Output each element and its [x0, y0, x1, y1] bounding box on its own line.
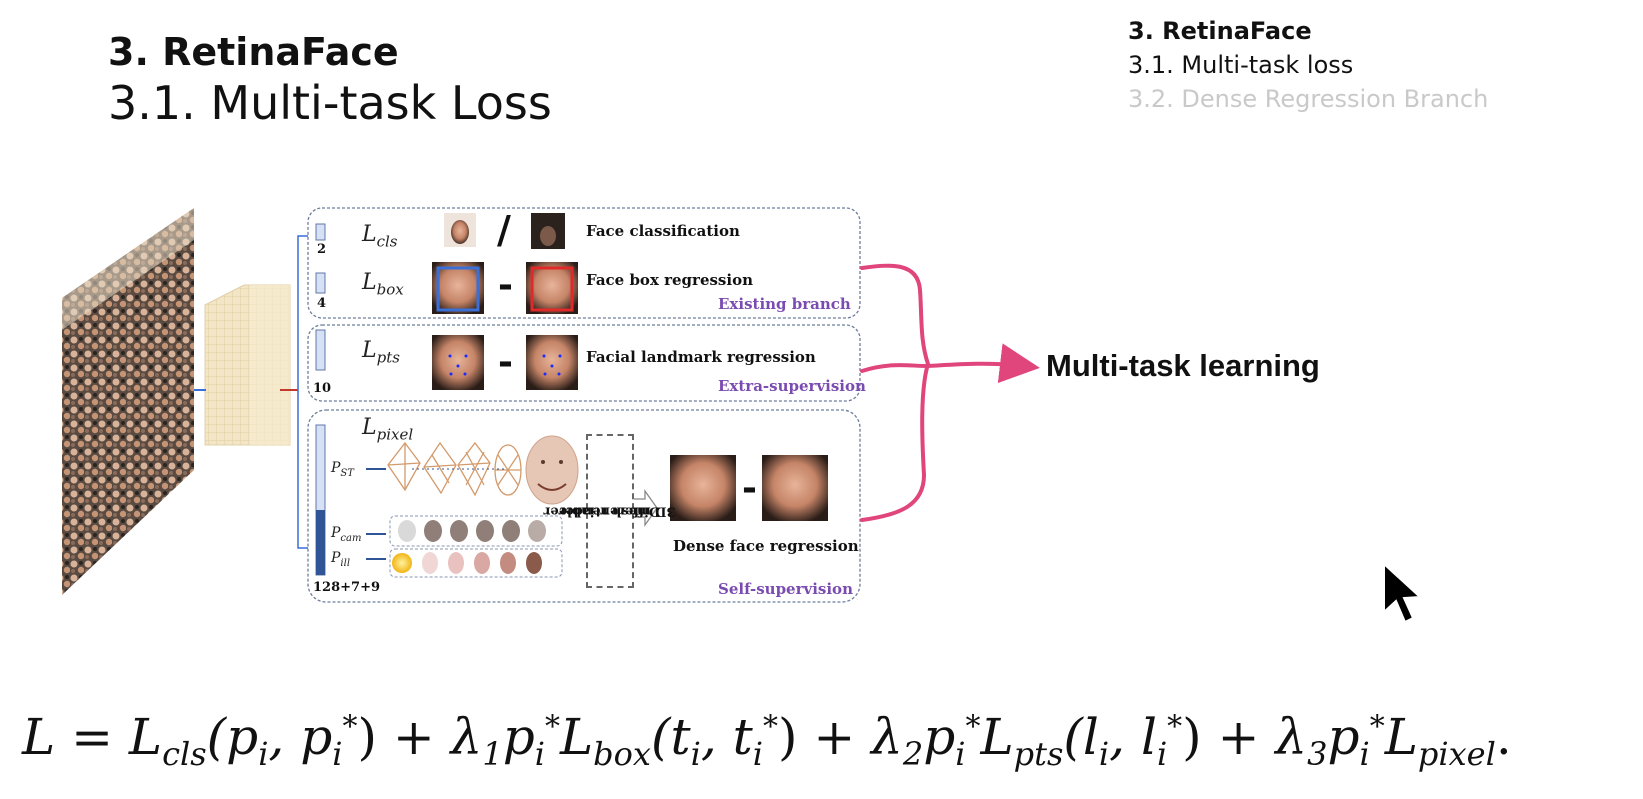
existing-branch-label: Existing branch — [718, 295, 851, 313]
toc-item-multitask-loss[interactable]: 3.1. Multi-task loss — [1128, 51, 1354, 79]
loss-box-symbol: Lbox — [362, 270, 404, 299]
slash-separator: / — [497, 208, 511, 252]
extra-supervision-label: Extra-supervision — [718, 377, 866, 395]
loss-formula: L = Lcls(pi, pi*) + λ1pi*Lbox(ti, ti*) +… — [22, 708, 1512, 773]
existing-branch-box — [307, 207, 861, 319]
channel-count-4: 4 — [317, 296, 327, 311]
channel-count-2: 2 — [317, 242, 327, 257]
dense-face-1 — [670, 455, 736, 521]
toc-item-dense-regression[interactable]: 3.2. Dense Regression Branch — [1128, 85, 1489, 113]
face-classification-label: Face classification — [586, 222, 740, 240]
channel-count-10: 10 — [313, 381, 332, 396]
mouse-cursor-icon — [1383, 561, 1423, 624]
dense-face-regression-label: Dense face regression — [673, 537, 859, 555]
face-thumb-landmark-2 — [526, 335, 578, 390]
rendered-face — [525, 435, 579, 505]
toc: 3. RetinaFace 3.1. Multi-task loss 3.2. … — [1128, 14, 1488, 116]
minus-sign-box: - — [498, 265, 513, 306]
toc-item-retinaface[interactable]: 3. RetinaFace — [1128, 17, 1312, 45]
minus-sign-pts: - — [498, 342, 513, 383]
face-box-regression-label: Face box regression — [586, 271, 753, 289]
multi-task-learning-label: Multi-task learning — [1046, 348, 1320, 383]
self-branch-box — [307, 409, 861, 603]
loss-pts-symbol: Lpts — [362, 338, 400, 367]
self-supervision-label: Self-supervision — [718, 580, 853, 598]
p-st-symbol: PST — [331, 460, 354, 479]
loss-cls-symbol: Lcls — [362, 222, 398, 251]
face-thumb-landmark-1 — [432, 335, 484, 390]
dense-face-2 — [762, 455, 828, 521]
minus-sign-dense: - — [742, 468, 757, 509]
section-title: 3. RetinaFace — [108, 30, 399, 74]
p-ill-symbol: Pill — [331, 550, 351, 569]
p-cam-symbol: Pcam — [331, 525, 362, 544]
channel-count-144: 128+7+9 — [313, 580, 381, 595]
face-thumb-box-blue — [432, 262, 484, 314]
extra-branch-box — [307, 324, 861, 402]
loss-pixel-symbol: Lpixel — [362, 415, 414, 444]
face-thumb-box-red — [526, 262, 578, 314]
subsection-title: 3.1. Multi-task Loss — [108, 76, 552, 130]
facial-landmark-regression-label: Facial landmark regression — [586, 348, 816, 366]
